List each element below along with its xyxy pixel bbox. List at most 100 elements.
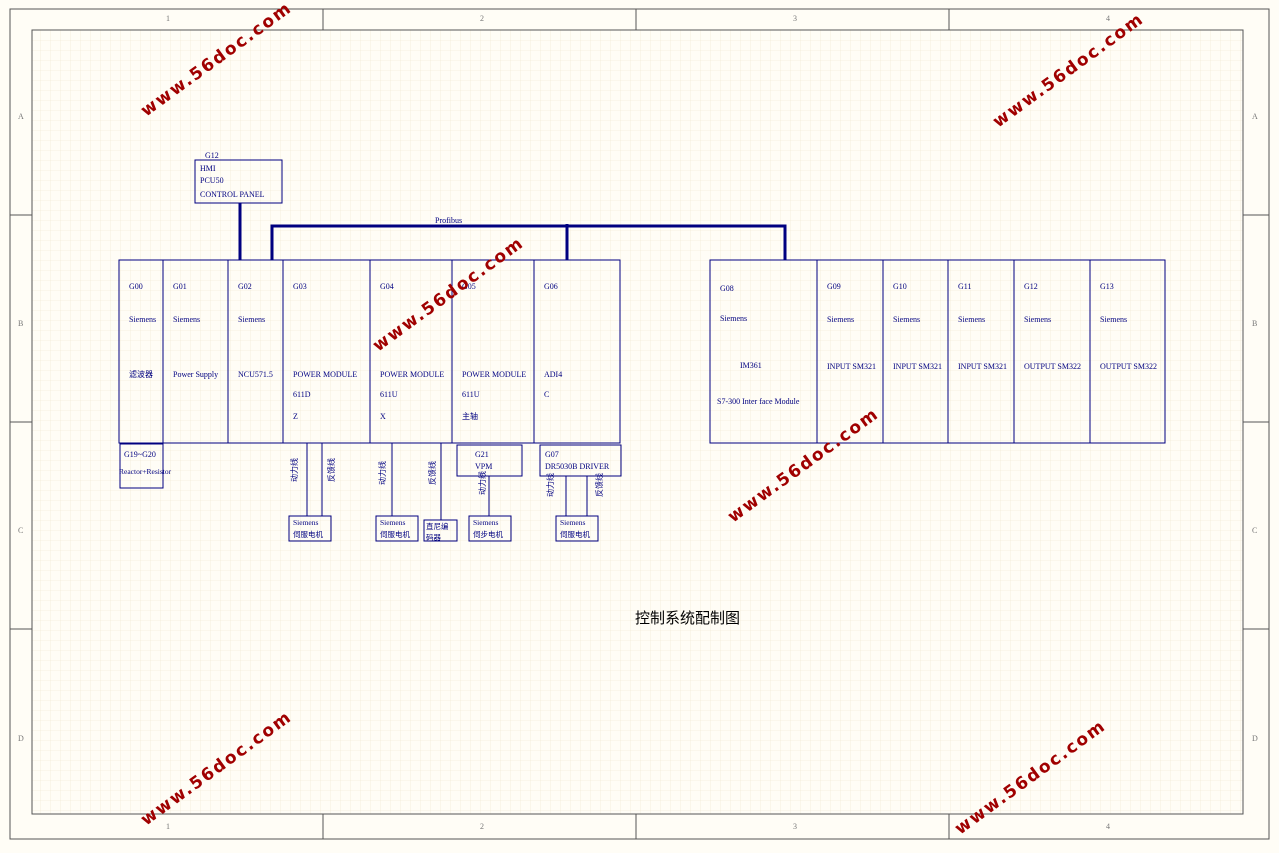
module-id: G03 (293, 282, 307, 291)
motor-name: 伺服电机 (560, 529, 590, 539)
module-id: G01 (173, 282, 187, 291)
module-desc: Z (293, 412, 298, 421)
module-g06 (533, 259, 621, 444)
module-id: G04 (380, 282, 394, 291)
module-brand: Siemens (827, 315, 854, 324)
cable-label-feedback: 反馈线 (326, 458, 336, 482)
cable-labels: 动力线 反馈线 动力线 反馈线 动力线 动力线 反馈线 (289, 458, 604, 497)
aux-id: G19~G20 (124, 450, 156, 459)
module-desc: 611U (380, 390, 398, 399)
cable-label-power: 动力线 (377, 461, 387, 485)
frame-row-label: C (1252, 526, 1257, 535)
hmi-line-2: PCU50 (200, 176, 224, 185)
aux-desc: VPM (475, 462, 492, 471)
drawing-frame: 1 1 2 2 3 3 4 4 A A B B C C D D (9, 8, 1270, 840)
aux-id: G21 (475, 450, 489, 459)
module-desc: Power Supply (173, 370, 218, 379)
module-id: G10 (893, 282, 907, 291)
aux-desc: Reactor+Resistor (119, 467, 172, 476)
module-desc: OUTPUT SM322 (1100, 362, 1157, 371)
frame-row-label: C (18, 526, 23, 535)
encoder-label-top: 直尼编 (426, 521, 449, 531)
aux-id: G07 (545, 450, 559, 459)
cable-label-feedback: 反馈线 (427, 461, 437, 485)
module-desc: INPUT SM321 (827, 362, 876, 371)
frame-column-label: 1 (166, 14, 170, 23)
module-desc: 611U (462, 390, 480, 399)
module-id: G13 (1100, 282, 1114, 291)
module-id: G05 (462, 282, 476, 291)
module-desc: INPUT SM321 (893, 362, 942, 371)
module-brand: Siemens (958, 315, 985, 324)
module-desc: 611D (293, 390, 311, 399)
module-id: G08 (720, 284, 734, 293)
frame-column-label: 3 (793, 822, 797, 831)
cable-label-power: 动力线 (477, 471, 487, 495)
profibus-wiring: Profibus (238, 203, 787, 260)
module-desc: OUTPUT SM322 (1024, 362, 1081, 371)
module-brand: Siemens (173, 315, 200, 324)
frame-row-label: B (1252, 319, 1257, 328)
module-desc: 滤波器 (129, 369, 153, 379)
cable-label-power: 动力线 (289, 458, 299, 482)
module-brand: Siemens (1100, 315, 1127, 324)
aux-box-g19 (119, 443, 164, 489)
frame-row-label: A (1252, 112, 1258, 121)
module-desc: IM361 (740, 361, 762, 370)
motor-brand: Siemens (473, 518, 498, 527)
module-desc: S7-300 Inter face Module (717, 397, 800, 406)
module-desc: ADI4 (544, 370, 562, 379)
cables (306, 443, 588, 520)
aux-modules: G19~G20 Reactor+Resistor G21 VPM G07 DR5… (119, 443, 622, 489)
module-id: G06 (544, 282, 558, 291)
module-id: G02 (238, 282, 252, 291)
module-desc: X (380, 412, 386, 421)
frame-column-label: 1 (166, 822, 170, 831)
aux-box-g07 (539, 444, 622, 477)
motor-brand: Siemens (293, 518, 318, 527)
module-id: G09 (827, 282, 841, 291)
motors: Siemens 伺服电机 Siemens 伺服电机 直尼编 码器 Siemens… (288, 515, 599, 542)
module-id: G11 (958, 282, 971, 291)
hmi-id: G12 (205, 151, 219, 160)
hmi-line-3: CONTROL PANEL (200, 190, 265, 199)
motor-brand: Siemens (380, 518, 405, 527)
bus-label: Profibus (435, 216, 462, 225)
module-desc: POWER MODULE (462, 370, 526, 379)
module-desc: NCU571.5 (238, 370, 273, 379)
frame-row-label: A (18, 112, 24, 121)
cable-label-feedback: 反馈线 (594, 473, 604, 497)
frame-column-label: 2 (480, 14, 484, 23)
frame-row-label: D (1252, 734, 1258, 743)
frame-row-label: B (18, 319, 23, 328)
hmi-line-1: HMI (200, 164, 216, 173)
frame-column-label: 4 (1106, 822, 1110, 831)
module-desc: 主轴 (462, 411, 478, 421)
module-id: G12 (1024, 282, 1038, 291)
frame-column-label: 3 (793, 14, 797, 23)
frame-row-label: D (18, 734, 24, 743)
motor-brand: Siemens (560, 518, 585, 527)
module-brand: Siemens (129, 315, 156, 324)
cable-label-power: 动力线 (545, 473, 555, 497)
aux-desc: DR5030B DRIVER (545, 462, 610, 471)
diagram-title: 控制系统配制图 (635, 609, 740, 627)
motor-name: 伺步电机 (473, 529, 503, 539)
module-desc: POWER MODULE (293, 370, 357, 379)
frame-column-label: 2 (480, 822, 484, 831)
module-desc: INPUT SM321 (958, 362, 1007, 371)
module-brand: Siemens (238, 315, 265, 324)
encoder-label-bottom: 码器 (426, 533, 441, 542)
frame-column-label: 4 (1106, 14, 1110, 23)
module-id: G00 (129, 282, 143, 291)
module-brand: Siemens (720, 314, 747, 323)
module-brand: Siemens (893, 315, 920, 324)
motor-name: 伺服电机 (380, 529, 410, 539)
module-brand: Siemens (1024, 315, 1051, 324)
module-g13 (1089, 259, 1166, 444)
motor-name: 伺服电机 (293, 529, 323, 539)
